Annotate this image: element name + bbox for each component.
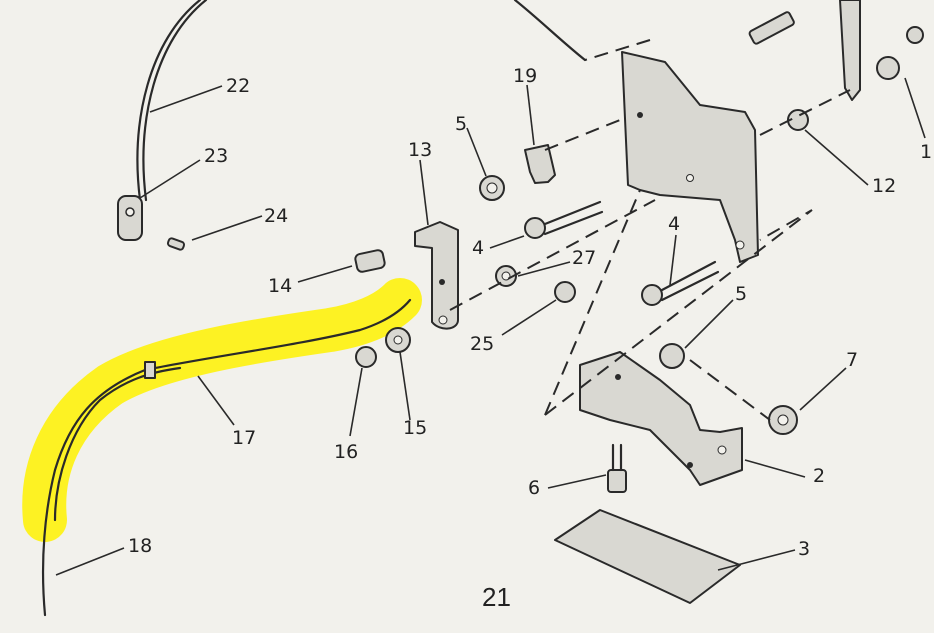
nut-11 <box>876 56 900 80</box>
bolt-top <box>748 11 795 45</box>
cable-highlight <box>22 278 422 542</box>
callout-7: 7 <box>846 349 858 371</box>
callout-24: 24 <box>264 205 288 227</box>
page-number: 21 <box>482 582 511 612</box>
callout-labels: 22 23 24 13 14 17 18 16 15 5 19 4 27 25 … <box>128 65 934 560</box>
callout-2: 2 <box>813 465 825 487</box>
nut-lower <box>659 343 685 369</box>
callout-19: 19 <box>513 65 537 87</box>
bolt-4-left <box>524 200 604 239</box>
callout-13: 13 <box>408 139 432 161</box>
callout-18: 18 <box>128 535 152 557</box>
lower-bracket <box>579 351 743 486</box>
bolt-4-right <box>641 260 720 306</box>
callout-11: 11 <box>920 141 934 163</box>
leader-lines <box>55 77 926 576</box>
callout-22: 22 <box>226 75 250 97</box>
nut-25 <box>554 281 576 303</box>
flat-plate <box>554 509 741 604</box>
nut-top-right <box>906 26 924 44</box>
assembly-lines <box>449 39 851 421</box>
clip <box>524 144 556 184</box>
callout-17: 17 <box>232 427 256 449</box>
callout-3: 3 <box>798 538 810 560</box>
callout-25: 25 <box>470 333 494 355</box>
bolt-6 <box>607 443 627 493</box>
throttle-cable <box>41 298 412 617</box>
callout-14: 14 <box>268 275 292 297</box>
callout-5-upper: 5 <box>455 113 467 135</box>
callout-15: 15 <box>403 417 427 439</box>
callout-4-left: 4 <box>472 237 484 259</box>
nut <box>355 346 377 368</box>
upper-cable-assembly <box>117 0 587 251</box>
block <box>354 249 386 273</box>
callout-27: 27 <box>572 247 596 269</box>
callout-12: 12 <box>872 175 896 197</box>
main-plate <box>621 51 759 263</box>
callout-16: 16 <box>334 441 358 463</box>
callout-23: 23 <box>204 145 228 167</box>
callout-4-right: 4 <box>668 213 680 235</box>
right-bracket <box>839 0 861 101</box>
callout-5-lower: 5 <box>735 283 747 305</box>
lever-bracket <box>414 221 459 330</box>
callout-6: 6 <box>528 477 540 499</box>
